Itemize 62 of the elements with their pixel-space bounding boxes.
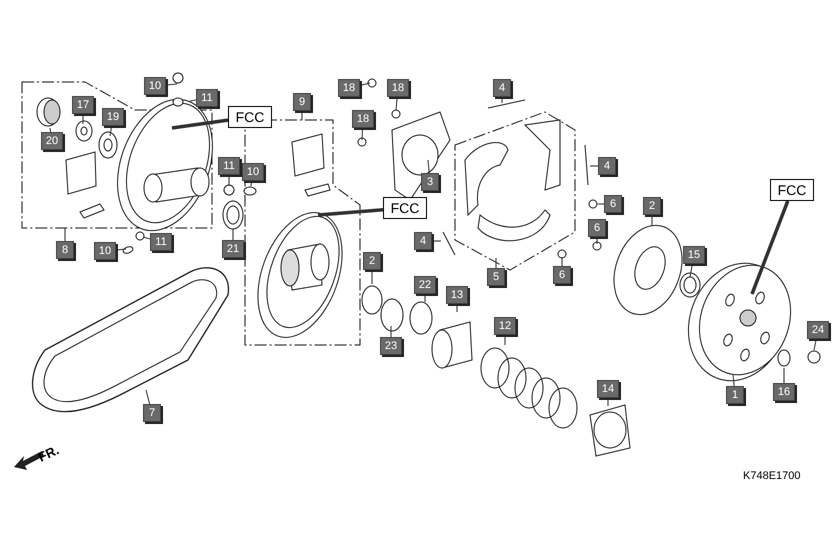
leader-line [82,114,84,124]
callout-number: 17 [72,96,94,114]
leader-line [396,96,398,110]
callout-number: 3 [421,173,439,191]
callout-number: 22 [414,276,436,294]
callout-number: 9 [293,93,311,111]
leader-line [232,228,234,240]
leader-line [110,126,112,136]
callout-number: 10 [144,77,166,95]
leader-line [360,82,370,86]
callout-number: 2 [643,197,661,215]
direction-label: FR. [36,442,62,465]
callout-number: 24 [807,321,829,339]
callout-number: 2 [363,252,381,270]
callout-number: 12 [494,317,516,335]
callout-label: FCC [228,106,272,128]
callout-number: 6 [588,219,606,237]
leader-line [390,326,392,338]
leader-line [814,338,817,350]
callout-number: 15 [683,246,705,264]
drawing-code: K748E1700 [743,470,800,482]
callout-number: 11 [196,89,218,107]
callout-number: 7 [143,404,161,422]
callout-number: 11 [150,233,172,251]
callout-number: 18 [338,79,360,97]
callout-number: 6 [553,266,571,284]
callout-number: 14 [597,380,619,398]
leader-line [732,374,735,386]
callout-number: 19 [102,108,124,126]
callout-number: 5 [487,268,505,286]
leader-line [504,334,506,346]
leader-line [142,236,150,240]
leader-line [146,390,150,404]
leader-line [190,99,196,102]
leader-line [318,208,384,217]
leader-line [690,264,693,278]
leader-line [228,174,230,186]
callout-number: 11 [218,157,240,175]
leader-line [64,228,66,242]
leader-line [166,84,178,86]
leader-line [750,200,790,295]
callout-number: 16 [773,383,795,401]
leader-line [362,128,364,140]
leader-line [50,128,52,132]
callout-label: FCC [383,197,427,219]
callout-number: 8 [56,241,74,259]
callout-number: 23 [380,337,402,355]
leader-line [116,248,126,250]
callout-number: 6 [604,195,622,213]
callout-number: 4 [493,79,511,97]
callout-number: 4 [598,157,616,175]
leader-line [428,160,430,174]
callout-number: 1 [726,386,744,404]
callout-label: FCC [770,179,814,201]
callout-number: 4 [414,232,432,250]
callout-number: 13 [446,286,468,304]
callout-number: 20 [41,132,63,150]
callout-number: 18 [387,79,409,97]
callout-number: 18 [352,110,374,128]
callout-number: 10 [242,163,264,181]
callout-number: 21 [222,240,244,258]
callout-number: 10 [94,242,116,260]
